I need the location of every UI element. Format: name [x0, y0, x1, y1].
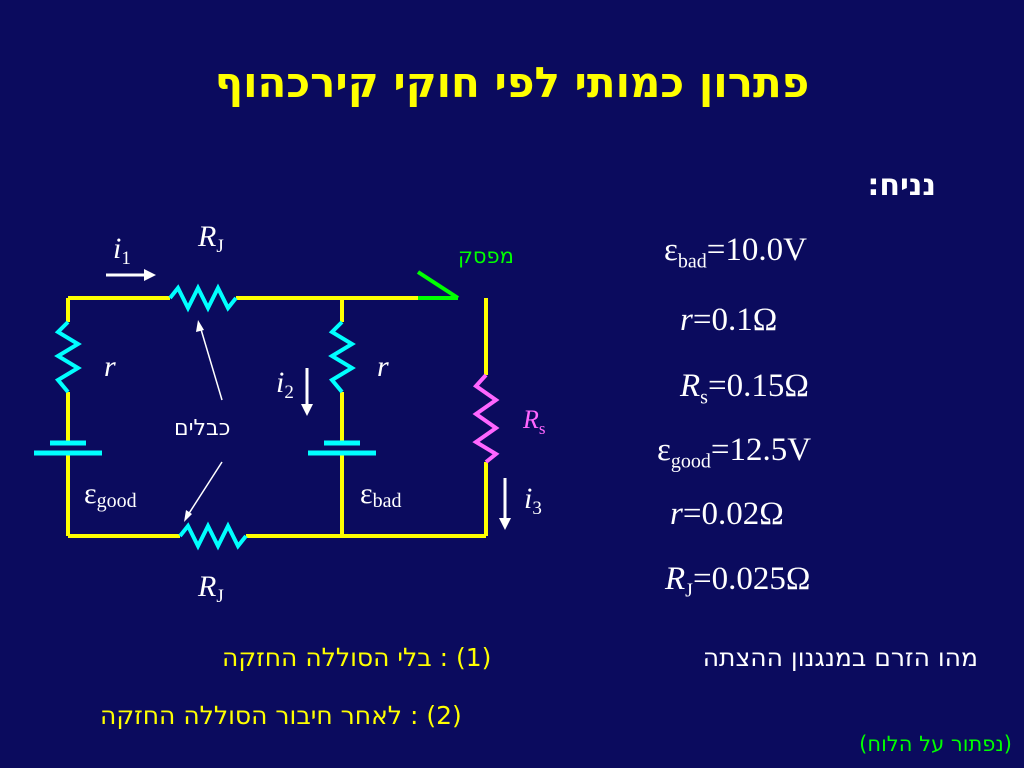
arrow-i2	[301, 368, 313, 416]
label-e-bad: εbad	[360, 477, 402, 512]
wires	[66, 296, 488, 538]
label-i2: i2	[276, 366, 294, 403]
page-title: פתרון כמותי לפי חוקי קירכהוף	[214, 58, 810, 107]
question-main: מהו הזרם במנגנון ההצתה	[702, 643, 978, 672]
solve-note: (נפתור על הלוח)	[859, 732, 1012, 756]
resistor-r-left	[54, 320, 82, 394]
battery-good	[34, 440, 102, 456]
switch-label: מפסק	[458, 244, 514, 268]
label-rj-top: RJ	[197, 220, 224, 257]
arrow-i1	[106, 269, 156, 281]
given-rs: Rs=0.15Ω	[680, 368, 809, 409]
battery-bad	[308, 440, 376, 456]
resistor-rj-top	[168, 283, 238, 313]
given-r-bad: r=0.1Ω	[680, 302, 778, 338]
label-e-good: εgood	[84, 477, 137, 512]
label-r-left: r	[104, 350, 116, 383]
label-i3: i3	[524, 482, 542, 519]
given-e-good: εgood=12.5V	[657, 432, 812, 473]
question-case-1: (1) : בלי הסוללה החזקה	[222, 643, 492, 672]
arrow-i3	[499, 478, 511, 530]
resistor-r-mid	[328, 320, 356, 394]
given-rj: RJ=0.025Ω	[665, 561, 811, 602]
label-i1: i1	[113, 232, 131, 269]
question-case-2: (2) : לאחר חיבור הסוללה החזקה	[100, 701, 462, 730]
label-rs: Rs	[522, 405, 546, 438]
label-r-mid: r	[377, 350, 389, 383]
cables-pointers	[184, 320, 223, 522]
resistor-rs	[472, 373, 500, 464]
switch-blade	[416, 270, 460, 300]
label-rj-bottom: RJ	[197, 570, 224, 607]
resistor-rj-bottom	[178, 521, 248, 551]
given-r-good: r=0.02Ω	[670, 496, 784, 532]
cables-label: כבלים	[174, 416, 231, 441]
given-heading: נניח:	[867, 168, 936, 203]
given-e-bad: εbad=10.0V	[664, 232, 807, 273]
